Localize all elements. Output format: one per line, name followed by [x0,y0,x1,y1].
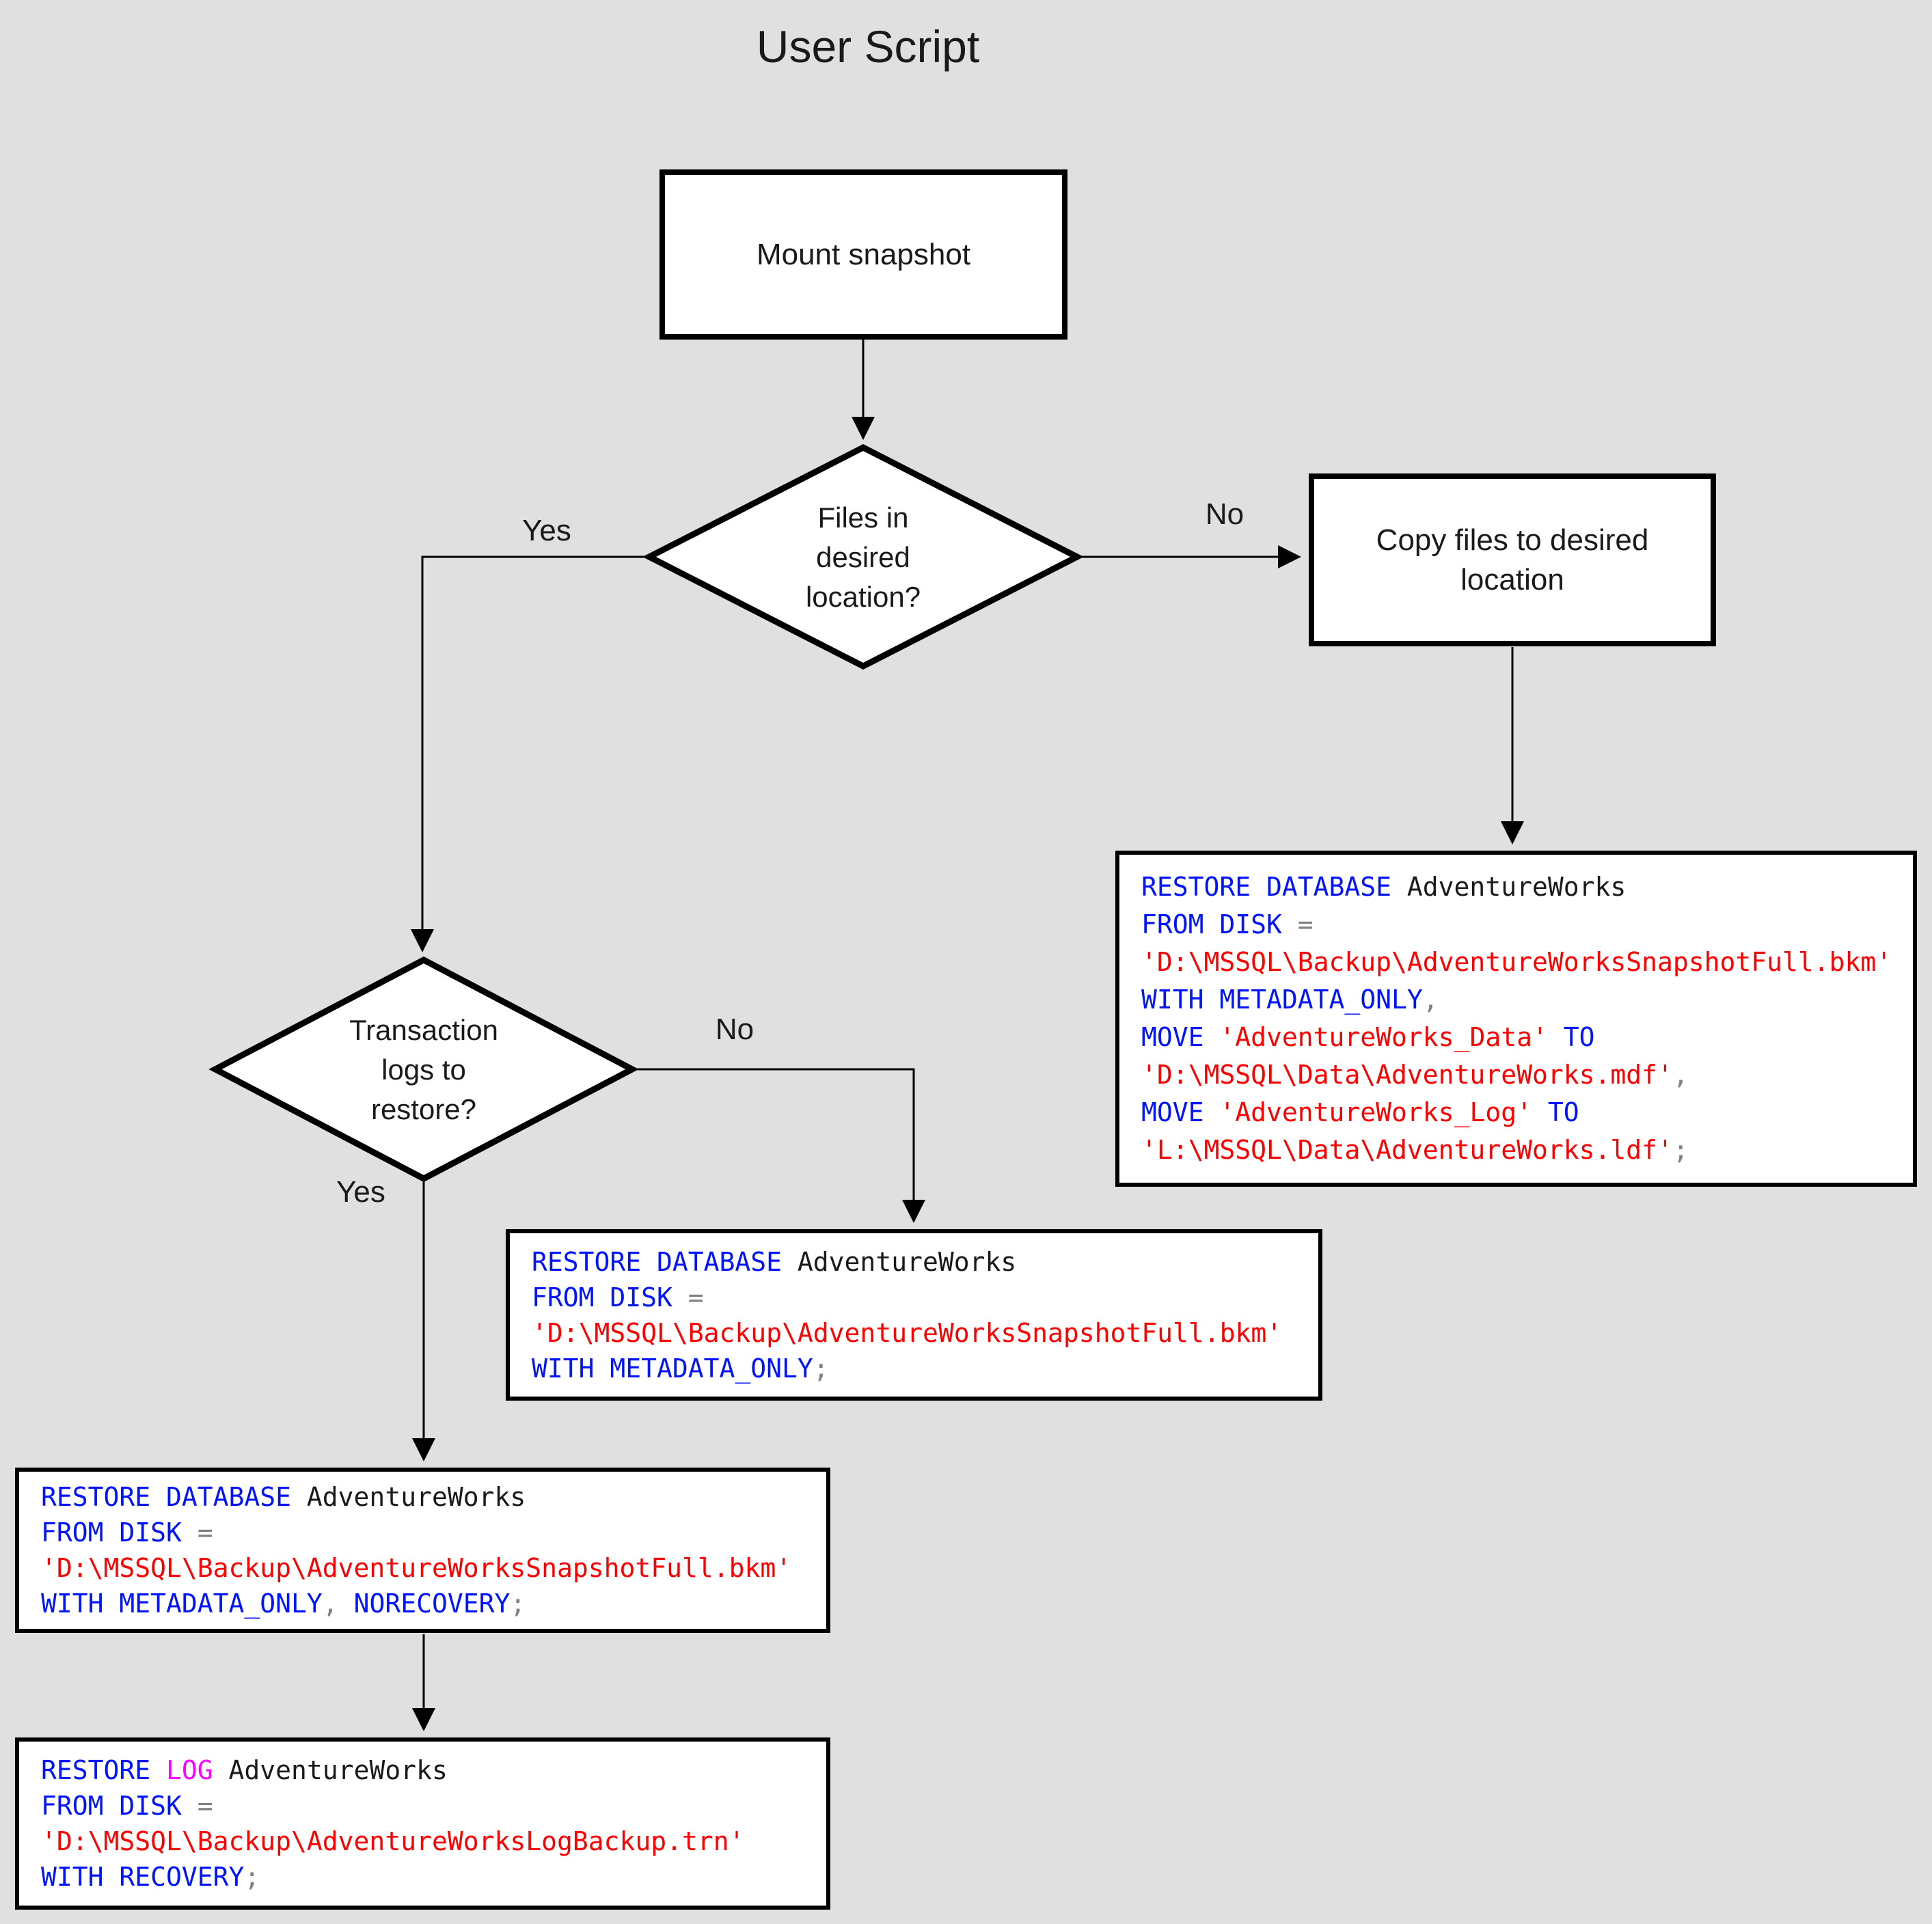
code-token: 'D:\MSSQL\Backup\AdventureWorksSnapshotF… [532,1317,1283,1348]
code-token: ; [244,1862,260,1892]
code-token: RESTORE DATABASE [1141,872,1392,902]
code-line: WITH METADATA_ONLY, [1141,981,1913,1019]
code-token: WITH METADATA_ONLY [41,1589,323,1619]
code-token: RESTORE DATABASE [41,1482,292,1512]
label-logs-yes: Yes [336,1175,385,1209]
code-line: MOVE 'AdventureWorks_Log' TO [1141,1094,1913,1131]
code-line: FROM DISK = [41,1788,826,1824]
code-line: RESTORE LOG AdventureWorks [41,1753,826,1788]
code-token: WITH METADATA_ONLY [1141,985,1423,1015]
code-token: ; [510,1589,526,1619]
code-token: 'D:\MSSQL\Backup\AdventureWorksLogBackup… [41,1826,745,1856]
code-line: RESTORE DATABASE AdventureWorks [1141,868,1913,906]
code-restore-metadata-box: RESTORE DATABASE AdventureWorks FROM DIS… [506,1229,1322,1401]
code-token: AdventureWorks [782,1246,1017,1277]
code-line: 'D:\MSSQL\Backup\AdventureWorksLogBackup… [41,1824,826,1859]
code-token: = [181,1517,213,1548]
code-token: RESTORE DATABASE [532,1246,783,1277]
code-token: FROM DISK [41,1791,182,1821]
code-token: , [322,1589,338,1619]
code-token: WITH METADATA_ONLY [532,1353,813,1384]
code-restore-log-box: RESTORE LOG AdventureWorks FROM DISK = '… [15,1737,830,1910]
code-line: RESTORE DATABASE AdventureWorks [532,1244,1318,1280]
code-line: 'D:\MSSQL\Backup\AdventureWorksSnapshotF… [1141,944,1913,981]
code-line: RESTORE DATABASE AdventureWorks [41,1479,826,1515]
code-token: 'L:\MSSQL\Data\AdventureWorks.ldf' [1141,1135,1673,1165]
code-token: 'AdventureWorks_Data' [1203,1022,1548,1052]
code-token: AdventureWorks [213,1755,448,1785]
code-line: 'D:\MSSQL\Backup\AdventureWorksSnapshotF… [532,1315,1318,1351]
code-line: WITH RECOVERY; [41,1859,826,1895]
code-line: FROM DISK = [532,1280,1318,1315]
decision-files-location-label: Files in desired location? [805,501,921,613]
process-mount-snapshot: Mount snapshot [659,169,1067,340]
code-token: RESTORE [41,1755,167,1785]
code-line: WITH METADATA_ONLY; [532,1351,1318,1386]
code-token: LOG [166,1755,213,1785]
page-title: User Script [756,21,980,72]
code-token: 'AdventureWorks_Log' [1203,1097,1532,1127]
code-token: ; [813,1353,829,1384]
code-token: FROM DISK [41,1517,182,1548]
code-line: FROM DISK = [1141,906,1913,944]
code-line: 'D:\MSSQL\Backup\AdventureWorksSnapshotF… [41,1550,826,1586]
decision-transaction-logs-label: Transaction logs to restore? [349,1014,498,1125]
label-files-yes: Yes [522,514,571,547]
label-logs-no: No [715,1013,754,1046]
code-token: 'D:\MSSQL\Data\AdventureWorks.mdf' [1141,1060,1673,1090]
code-token: MOVE [1141,1022,1204,1052]
code-line: 'D:\MSSQL\Data\AdventureWorks.mdf', [1141,1056,1913,1094]
edge-files-yes-line [411,555,649,952]
process-copy-files: Copy files to desired location [1309,473,1716,646]
code-token: FROM DISK [532,1282,672,1313]
code-restore-move-box: RESTORE DATABASE AdventureWorks FROM DIS… [1115,851,1917,1187]
code-restore-norecovery-box: RESTORE DATABASE AdventureWorks FROM DIS… [15,1468,830,1633]
edge-logs-no-line [632,1068,925,1223]
code-token: , [1672,1060,1689,1090]
code-token: TO [1547,1022,1595,1052]
code-token: ; [1672,1135,1689,1165]
code-token: WITH RECOVERY [41,1862,245,1892]
code-token: AdventureWorks [1391,872,1627,902]
code-token: TO [1532,1097,1579,1127]
code-line: FROM DISK = [41,1515,826,1550]
code-line: WITH METADATA_ONLY, NORECOVERY; [41,1586,826,1621]
code-token: = [1281,909,1314,939]
code-token: FROM DISK [1141,909,1282,939]
code-token: MOVE [1141,1097,1204,1127]
code-line: 'L:\MSSQL\Data\AdventureWorks.ldf'; [1141,1131,1913,1169]
code-token: = [181,1791,213,1821]
code-token: 'D:\MSSQL\Backup\AdventureWorksSnapshotF… [41,1553,792,1583]
code-token: = [672,1282,704,1313]
label-files-no: No [1205,497,1244,531]
decision-files-location-diamond [642,443,1084,670]
code-token: , [1422,985,1439,1015]
code-line: MOVE 'AdventureWorks_Data' TO [1141,1019,1913,1056]
code-token: 'D:\MSSQL\Backup\AdventureWorksSnapshotF… [1141,947,1892,977]
code-token: AdventureWorks [291,1482,526,1512]
code-token: NORECOVERY [338,1589,511,1619]
